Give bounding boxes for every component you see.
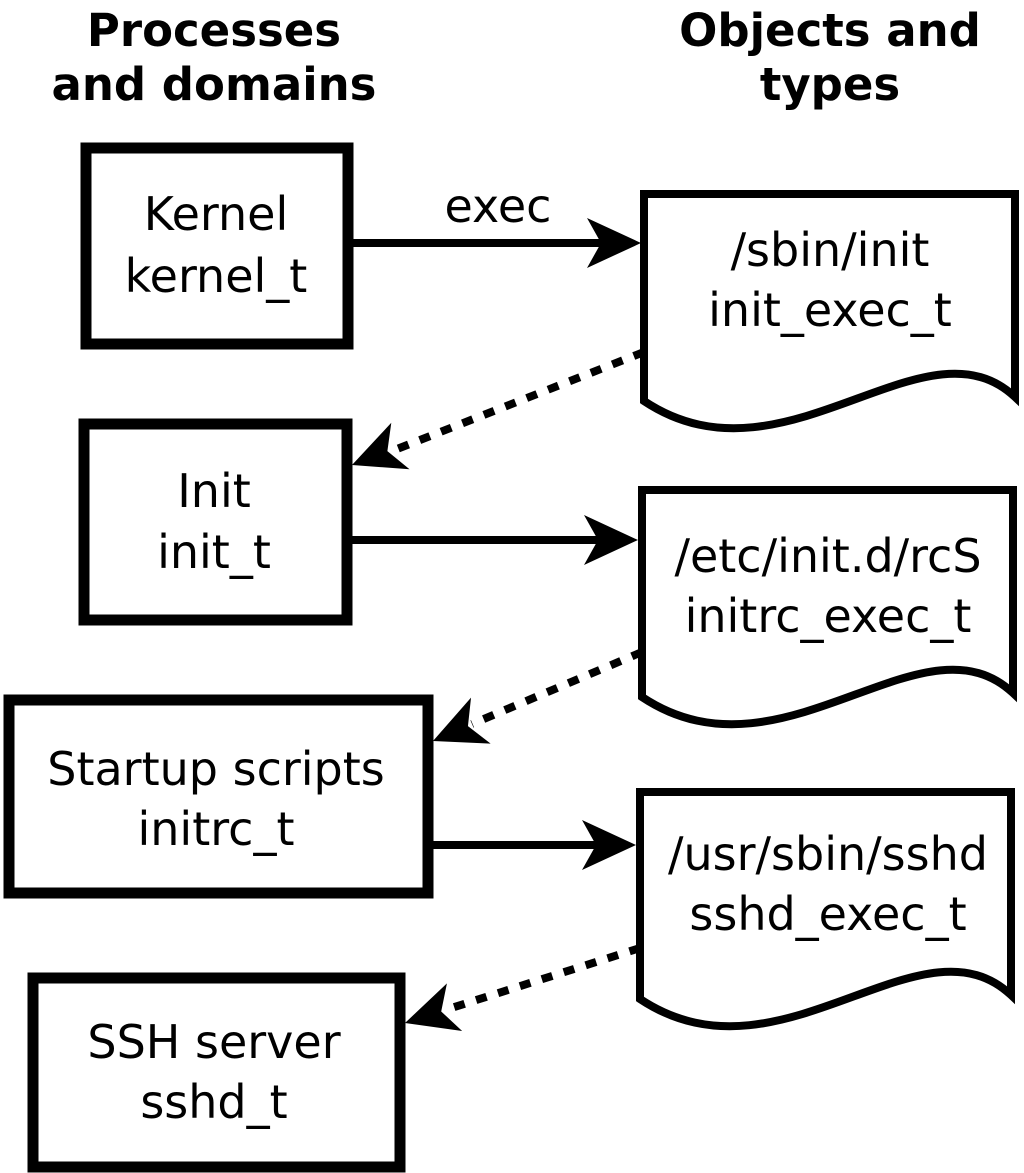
arrowhead-left-icon (405, 983, 463, 1032)
arrowhead-left-icon (352, 422, 410, 470)
process-node-ssh-server: SSH server sshd_t (27, 972, 406, 1173)
arrowhead-right-icon (587, 218, 641, 268)
process-name: Init (177, 464, 251, 518)
document-shape (640, 190, 1019, 433)
object-node-usr-sbin-sshd: /usr/sbin/sshd sshd_exec_t (636, 788, 1015, 1031)
exec-edge-label: exec (445, 179, 552, 233)
process-node-startup-scripts: Startup scripts initrc_t (3, 694, 434, 899)
process-box (78, 418, 353, 626)
object-path: /sbin/init (731, 223, 930, 277)
edge-dotted-line (470, 648, 644, 728)
object-type: sshd_exec_t (689, 887, 966, 941)
process-box (3, 694, 434, 899)
process-domain: init_t (157, 525, 271, 579)
left-column-header-line2: and domains (52, 58, 377, 111)
edge-initexec-to-init-transition (352, 348, 646, 470)
arrowhead-right-icon (584, 515, 638, 565)
edge-kernel-exec-sbin-init: exec (348, 179, 641, 268)
edge-initrc-exec-sshd (428, 820, 636, 870)
right-column-header: Objects and types (679, 4, 981, 111)
left-column-header: Processes and domains (52, 4, 377, 111)
process-box (27, 972, 406, 1173)
process-node-kernel: Kernel kernel_t (80, 142, 354, 350)
right-column-header-line2: types (760, 58, 900, 111)
document-shape (636, 788, 1015, 1031)
process-node-init: Init init_t (78, 418, 353, 626)
edge-initrcexec-to-initrc-transition (433, 648, 644, 744)
process-domain: kernel_t (125, 249, 308, 303)
process-domain: sshd_t (140, 1075, 287, 1129)
left-column-header-line1: Processes (87, 4, 341, 57)
process-box (80, 142, 354, 350)
object-node-sbin-init: /sbin/init init_exec_t (640, 190, 1019, 433)
right-column-header-line1: Objects and (679, 4, 981, 57)
edge-sshdexec-to-sshd-transition (405, 944, 642, 1032)
arrowhead-left-icon (433, 697, 491, 744)
object-type: init_exec_t (708, 283, 952, 337)
object-type: initrc_exec_t (685, 589, 972, 643)
edge-dotted-line (390, 348, 646, 455)
edge-init-exec-rcS (347, 515, 638, 565)
object-node-etc-initd-rcS: /etc/init.d/rcS initrc_exec_t (638, 486, 1017, 729)
process-name: Startup scripts (47, 742, 385, 796)
object-path: /usr/sbin/sshd (668, 827, 988, 881)
edge-dotted-line (443, 944, 642, 1014)
process-name: SSH server (87, 1015, 340, 1069)
process-domain: initrc_t (138, 802, 295, 856)
document-shape (638, 486, 1017, 729)
process-name: Kernel (144, 187, 289, 241)
arrowhead-right-icon (582, 820, 636, 870)
object-path: /etc/init.d/rcS (674, 529, 981, 583)
